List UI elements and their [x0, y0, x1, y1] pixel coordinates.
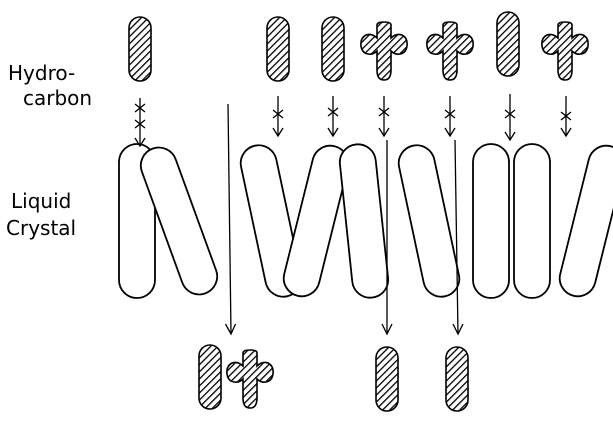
hydrocarbon-label-line-2: carbon — [23, 86, 92, 110]
linear-hydrocarbon-molecule — [446, 347, 468, 411]
liquid-crystal-label-line-2: Crystal — [6, 216, 76, 240]
hydrocarbon-label-line-1: Hydro- — [8, 61, 75, 85]
blocked-arrow-icon — [561, 96, 571, 136]
linear-hydrocarbon-molecule — [267, 17, 289, 81]
permeation-arrow-icon — [453, 140, 463, 334]
linear-hydrocarbon-molecule — [497, 12, 519, 76]
lc-rod — [514, 144, 550, 298]
branched-hydrocarbon-molecule — [227, 350, 273, 408]
blocked-arrow-icon — [379, 96, 389, 136]
lc-rod — [395, 142, 462, 300]
lc-rod — [338, 143, 390, 300]
liquid-crystal-label-line-1: Liquid — [11, 189, 71, 213]
lc-rod — [473, 144, 509, 298]
branched-hydrocarbon-molecule — [542, 22, 588, 80]
hydrocarbon-molecules-bottom — [199, 345, 468, 411]
branched-hydrocarbon-molecule — [427, 22, 473, 80]
blocked-arrow-icon — [445, 96, 455, 136]
hydrocarbon-molecules-top — [129, 12, 588, 81]
linear-hydrocarbon-molecule — [129, 17, 151, 81]
linear-hydrocarbon-molecule — [199, 345, 221, 409]
blocked-arrow-icon — [273, 96, 283, 136]
linear-hydrocarbon-molecule — [376, 347, 398, 411]
liquid-crystal-layer — [119, 142, 613, 300]
hydrocarbon-label: Hydro- carbon — [8, 61, 92, 110]
approach-arrows — [135, 94, 571, 146]
lc-rod — [556, 142, 613, 300]
blocked-arrow-icon — [135, 98, 145, 146]
liquid-crystal-label: Liquid Crystal — [6, 189, 76, 240]
blocked-arrow-icon — [505, 94, 515, 140]
linear-hydrocarbon-molecule — [322, 17, 344, 81]
permeation-arrow-icon — [226, 104, 236, 334]
branched-hydrocarbon-molecule — [361, 22, 407, 80]
blocked-arrow-icon — [328, 96, 338, 136]
